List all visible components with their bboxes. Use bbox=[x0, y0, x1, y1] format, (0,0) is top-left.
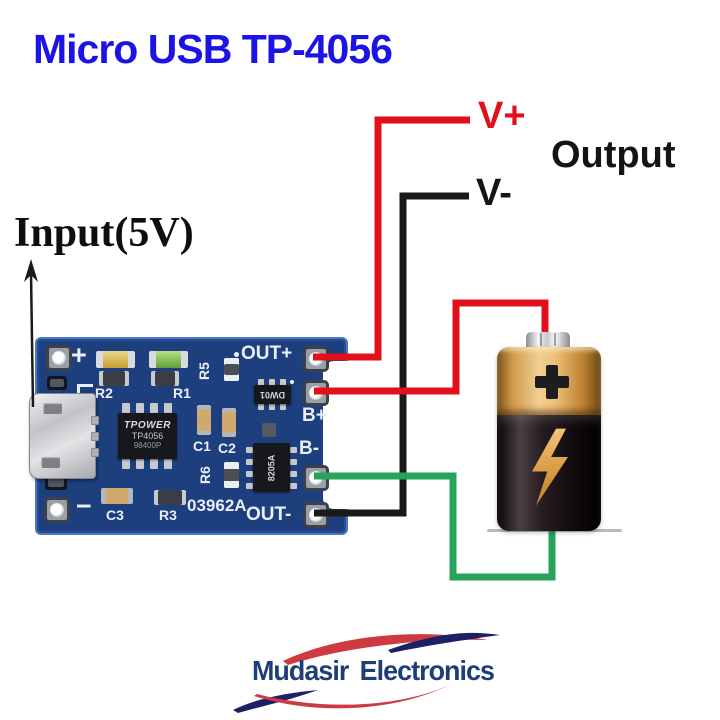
input-arrow-line bbox=[29, 271, 35, 408]
ic-part-text: TP4056 bbox=[131, 431, 164, 441]
silk-c3: C3 bbox=[106, 507, 124, 523]
silk-c1: C1 bbox=[193, 438, 211, 454]
capacitor-c1 bbox=[197, 405, 211, 435]
tp4056-module-board: + − R2 R1 R5 C1 C2 R6 C3 R3 03962A OUT+ … bbox=[29, 337, 349, 535]
silk-c2: C2 bbox=[218, 440, 236, 456]
8205a-ic: 8205A bbox=[253, 443, 290, 492]
micro-usb-connector bbox=[29, 393, 99, 479]
input-arrow-head bbox=[24, 259, 38, 282]
usb-leg bbox=[91, 432, 99, 441]
silk-dot bbox=[290, 380, 294, 384]
ic-brand-text: TPOWER bbox=[124, 420, 171, 431]
page-title: Micro USB TP-4056 bbox=[33, 26, 393, 72]
silk-board-id: 03962A bbox=[187, 496, 247, 515]
usb-contact bbox=[43, 403, 62, 414]
capacitor-c3 bbox=[101, 488, 133, 504]
logo-swoosh-top-navy bbox=[388, 632, 500, 653]
silk-minus: − bbox=[76, 491, 92, 521]
wire-out-minus-to-v-minus bbox=[314, 192, 469, 517]
silk-r2: R2 bbox=[95, 385, 113, 401]
wire-b-plus-to-battery bbox=[314, 299, 549, 395]
usb-contact bbox=[41, 457, 60, 468]
capacitor-c2 bbox=[222, 408, 236, 437]
brand-name: Mudasir Electronics bbox=[252, 655, 495, 686]
silk-b-minus: B- bbox=[299, 438, 320, 459]
silk-out-minus: OUT- bbox=[246, 504, 292, 525]
v-plus-label: V+ bbox=[478, 95, 526, 137]
ic-lot-text: 98400P bbox=[133, 441, 162, 450]
battery-plus-symbol bbox=[535, 365, 569, 399]
silk-b-plus: B+ bbox=[302, 405, 327, 426]
resistor-r5 bbox=[224, 358, 239, 381]
silk-r1: R1 bbox=[173, 385, 191, 401]
full-led bbox=[149, 351, 188, 368]
tp4056-ic: TPOWER TP4056 98400P bbox=[118, 413, 177, 459]
wire-b-minus-to-battery bbox=[314, 472, 556, 581]
smd-component bbox=[262, 423, 276, 437]
battery bbox=[497, 347, 601, 531]
input-5v-label: Input(5V) bbox=[14, 210, 194, 256]
resistor-r3 bbox=[154, 490, 186, 505]
silk-dot bbox=[234, 352, 239, 357]
wire-out-plus-to-v-plus bbox=[313, 116, 470, 361]
mounting-pad-top-left bbox=[46, 345, 72, 371]
resistor-r2 bbox=[99, 371, 129, 386]
output-label: Output bbox=[551, 134, 676, 176]
solder-pad bbox=[47, 376, 67, 390]
mounting-pad-bottom-left bbox=[44, 497, 70, 523]
resistor-r6 bbox=[224, 462, 239, 488]
charge-led bbox=[96, 351, 135, 368]
usb-leg bbox=[91, 448, 99, 457]
dw01-ic: DW01 bbox=[254, 385, 291, 404]
silk-out-plus: OUT+ bbox=[241, 343, 293, 364]
usb-leg bbox=[91, 416, 99, 425]
resistor-r1 bbox=[151, 371, 179, 386]
silk-bracket bbox=[77, 384, 93, 398]
silk-plus: + bbox=[71, 340, 87, 370]
silk-r3: R3 bbox=[159, 507, 177, 523]
v-minus-label: V- bbox=[476, 172, 512, 214]
